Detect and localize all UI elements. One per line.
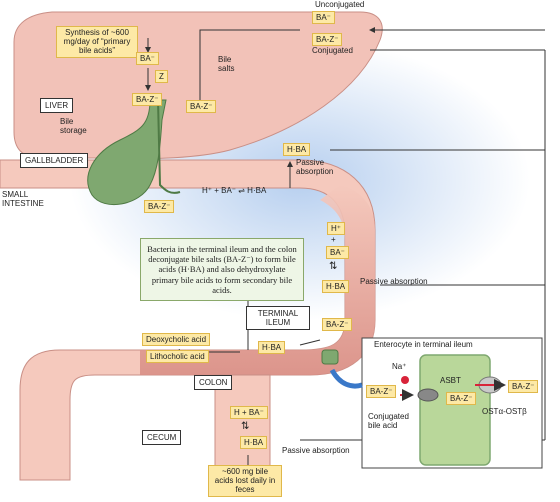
deoxycholic-box: Deoxycholic acid xyxy=(142,333,211,347)
equation-colon: H + BA⁻ xyxy=(230,406,268,420)
label-ost: OSTα-OSTβ xyxy=(482,407,527,416)
label-conjugated-acid: Conjugated bile acid xyxy=(368,412,416,430)
label-asbt: ASBT xyxy=(440,376,461,385)
enterocyte-title: Enterocyte in terminal ileum xyxy=(374,340,473,349)
label-bile-salts: Bile salts xyxy=(218,55,246,73)
synthesis-box: Synthesis of ~600 mg/day of “primary bil… xyxy=(56,26,138,58)
label-unconjugated: Unconjugated xyxy=(315,0,365,9)
hba-passive-top: H·BA xyxy=(283,143,311,157)
ba-z-top: BA-Z⁻ xyxy=(312,33,343,47)
ba-z-entero-right: BA-Z⁻ xyxy=(508,380,539,394)
label-small-intestine: SMALL INTESTINE xyxy=(2,190,52,208)
label-passive-bottom: Passive absorption xyxy=(282,446,350,455)
ba-z-liver-left: BA-Z⁻ xyxy=(132,93,163,107)
gallbladder-shape xyxy=(87,99,167,205)
bile-duct xyxy=(157,99,181,194)
hba-ileum: H·BA xyxy=(322,280,350,294)
ba-minus-top: BA⁻ xyxy=(312,11,335,25)
cell-thumbnail xyxy=(321,349,339,365)
arrow-hba-ileum xyxy=(299,339,321,346)
hba-secondary: H·BA xyxy=(258,341,286,355)
label-passive-top: Passive absorption xyxy=(296,158,346,176)
ba-z-intestine: BA-Z⁻ xyxy=(144,200,175,214)
label-passive-mid: Passive absorption xyxy=(360,277,428,286)
colon-label: COLON xyxy=(194,375,233,391)
hba-colon: H·BA xyxy=(240,436,268,450)
passive-top-text: Passive absorption xyxy=(296,158,334,177)
ba-z-liver-right: BA-Z⁻ xyxy=(186,100,217,114)
cecum-label: CECUM xyxy=(142,430,182,446)
terminal-ileum-label: TERMINAL ILEUM xyxy=(246,306,310,331)
label-bile-storage: Bile storage xyxy=(60,117,94,135)
ba-z-entero-left: BA-Z⁻ xyxy=(366,385,397,399)
asbt-transporter xyxy=(417,388,439,402)
equilibrium-colon: ⇅ xyxy=(241,421,250,432)
label-na: Na⁺ xyxy=(392,362,407,371)
feces-box: ~600 mg bile acids lost daily in feces xyxy=(208,465,282,497)
bile-salts-text: Bile salts xyxy=(218,55,235,74)
gallbladder-label: GALLBLADDER xyxy=(20,153,89,169)
bile-salt-path xyxy=(199,29,300,100)
small-intestine-text: SMALL INTESTINE xyxy=(2,190,44,209)
sodium-ion xyxy=(401,376,409,384)
ba-z-ileum: BA-Z⁻ xyxy=(322,318,353,332)
z-box: Z xyxy=(155,70,168,84)
portal-return-lines xyxy=(300,49,546,441)
bile-storage-text: Bile storage xyxy=(60,117,87,136)
equation-small-intestine: H⁺ + BA⁻ ⇌ H·BA xyxy=(202,186,267,195)
conjugated-acid-text: Conjugated bile acid xyxy=(368,412,409,431)
enterocyte-cell xyxy=(419,354,491,466)
ba-z-entero-mid: BA-Z⁻ xyxy=(446,392,477,406)
equilibrium-ileum: ⇅ xyxy=(329,261,338,272)
h-plus-ileum: H⁺ xyxy=(327,222,345,236)
plus-ileum: + xyxy=(331,235,336,244)
lithocholic-box: Lithocholic acid xyxy=(146,350,209,364)
callout-arrow xyxy=(329,368,363,389)
label-conjugated-top: Conjugated xyxy=(312,46,353,55)
bacteria-note: Bacteria in the terminal ileum and the c… xyxy=(140,238,304,301)
liver-label: LIVER xyxy=(40,98,74,114)
ba-minus-ileum: BA⁻ xyxy=(326,246,349,260)
ba-minus-liver: BA⁻ xyxy=(136,52,159,66)
